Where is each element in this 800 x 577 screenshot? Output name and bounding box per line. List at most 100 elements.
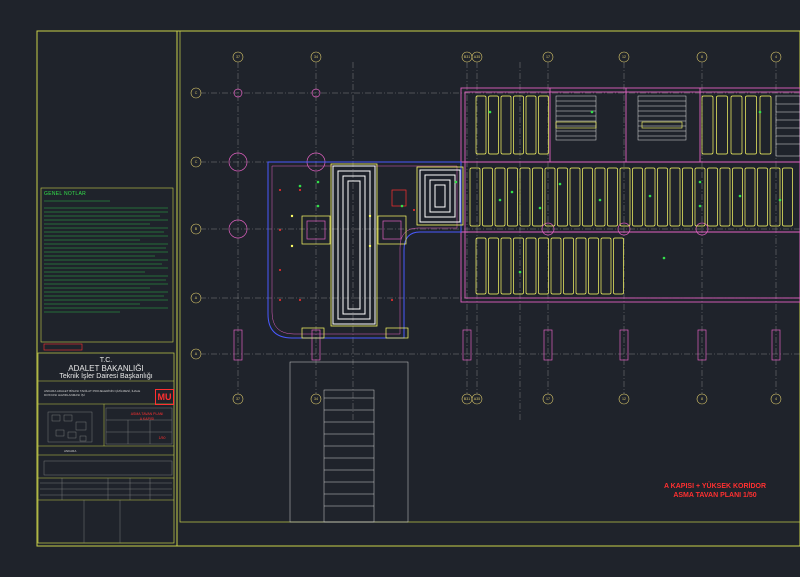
ceiling-panel (657, 167, 668, 227)
yellow-markers (290, 214, 372, 248)
org-line-3: Teknik İşler Dairesi Başkanlığı (59, 373, 153, 380)
notes-title: GENEL NOTLAR (44, 191, 87, 197)
light-fixtures (298, 110, 782, 274)
notes-legend-box (43, 343, 83, 351)
project-description: ANKARA ADALET BİNASI TADİLAT PROJELERİNİ… (44, 389, 141, 397)
ceiling-panel (744, 167, 756, 227)
grid-lines-horizontal (200, 92, 800, 355)
grid-label-top-4: 4 (775, 55, 777, 59)
drawing-name-2: A KAPISI (139, 417, 155, 421)
light-fixture (518, 270, 522, 274)
light-fixture (758, 110, 762, 114)
grid-label-side-5: A (194, 352, 198, 356)
ceiling-panel (716, 95, 728, 155)
title-block-org: T.C. ADALET BAKANLIĞI Teknik İşler Daire… (38, 357, 174, 381)
ceiling-panel (500, 95, 512, 155)
ceiling-panel (550, 237, 562, 295)
ceiling-panel (594, 167, 606, 227)
plan-title: A KAPISI + YÜKSEK KORİDOR ASMA TAVAN PLA… (640, 482, 790, 500)
columns (228, 88, 781, 361)
ceiling-panel (619, 167, 631, 227)
ceiling-panel (482, 167, 493, 227)
ceiling-panel (757, 167, 768, 227)
entrance-walls (267, 161, 462, 339)
ceiling-panel (513, 237, 524, 295)
ceiling-panel (769, 167, 781, 227)
company-logo: MU (155, 389, 174, 405)
light-fixture (316, 204, 320, 208)
light-fixture (590, 110, 594, 114)
grid-label-bottom-b31: B31 (463, 397, 471, 401)
light-fixture (488, 110, 492, 114)
grid-label-bottom-8: 8 (701, 397, 703, 401)
grid-label-side-1: C (194, 91, 198, 95)
ceiling-panel (469, 167, 481, 227)
grid-label-top-a35: A35 (473, 55, 481, 59)
ceiling-panel (525, 95, 537, 155)
ceiling-panel (719, 167, 731, 227)
light-fixture (738, 194, 742, 198)
ceiling-panel (707, 167, 718, 227)
notes-box (40, 187, 174, 343)
ceiling-coffer-long (332, 165, 376, 325)
grid-label-top-17: 17 (546, 55, 550, 59)
ceiling-panel (613, 237, 624, 295)
light-fixture (648, 194, 652, 198)
drawing-area-frame (179, 30, 800, 523)
ceiling-panel (607, 167, 618, 227)
ceiling-panel (532, 167, 543, 227)
building-walls (460, 87, 800, 303)
ceiling-panel (500, 237, 512, 295)
city-label: ANKARA (64, 449, 77, 453)
ceiling-panel (730, 95, 743, 155)
ceiling-panel (575, 237, 587, 295)
light-fixture (498, 198, 502, 202)
entrance-walls-inner (271, 165, 458, 335)
title-block-frame (37, 352, 175, 544)
ceiling-panel (644, 167, 656, 227)
grid-label-top-b31: B31 (463, 55, 471, 59)
ceiling-panel (525, 237, 537, 295)
light-fixture (698, 204, 702, 208)
grid-label-side-2: C (194, 160, 198, 164)
entrance-column-boxes (301, 189, 409, 339)
ceiling-panel (582, 167, 593, 227)
ceiling-panel (557, 167, 568, 227)
ceiling-panel (507, 167, 518, 227)
grid-label-bottom-37: 37 (236, 397, 240, 401)
org-line-1: T.C. (99, 357, 113, 364)
ceiling-panel (600, 237, 612, 295)
ceiling-panel (475, 95, 487, 155)
ceiling-panel (513, 95, 524, 155)
ceiling-panel (701, 95, 714, 155)
light-fixture (454, 180, 458, 184)
plan-title-line-1: A KAPISI + YÜKSEK KORİDOR (663, 483, 767, 490)
stairs (555, 95, 800, 157)
grid-label-bottom-34: 34 (314, 397, 318, 401)
ceiling-panel (519, 167, 531, 227)
grid-lines-vertical (237, 62, 777, 420)
ceiling-panel (588, 237, 599, 295)
grid-label-bottom-17: 17 (546, 397, 550, 401)
ceiling-panel (759, 95, 772, 155)
title-block-cells (40, 407, 173, 543)
title-block: T.C. ADALET BAKANLIĞI Teknik İşler Daire… (38, 353, 174, 543)
ceiling-panel (488, 237, 499, 295)
light-fixture (778, 198, 782, 202)
ceiling-panel (475, 237, 487, 295)
external-stairs (289, 361, 409, 523)
grid-label-top-8: 8 (701, 55, 703, 59)
grid-bubbles (190, 51, 782, 405)
ceiling-panel (538, 237, 549, 295)
ceiling-panel (632, 167, 643, 227)
ceiling-panel (682, 167, 693, 227)
grid-label-bottom-12: 12 (622, 397, 626, 401)
grid-label-top-12: 12 (622, 55, 626, 59)
ceiling-panel (494, 167, 506, 227)
ceiling-panel (563, 237, 574, 295)
light-fixture (510, 190, 514, 194)
plan-title-line-2: ASMA TAVAN PLANI 1/50 (673, 492, 757, 499)
ceiling-panel (745, 95, 757, 155)
light-fixture (538, 206, 542, 210)
grid-label-bottom-a35: A35 (473, 397, 481, 401)
